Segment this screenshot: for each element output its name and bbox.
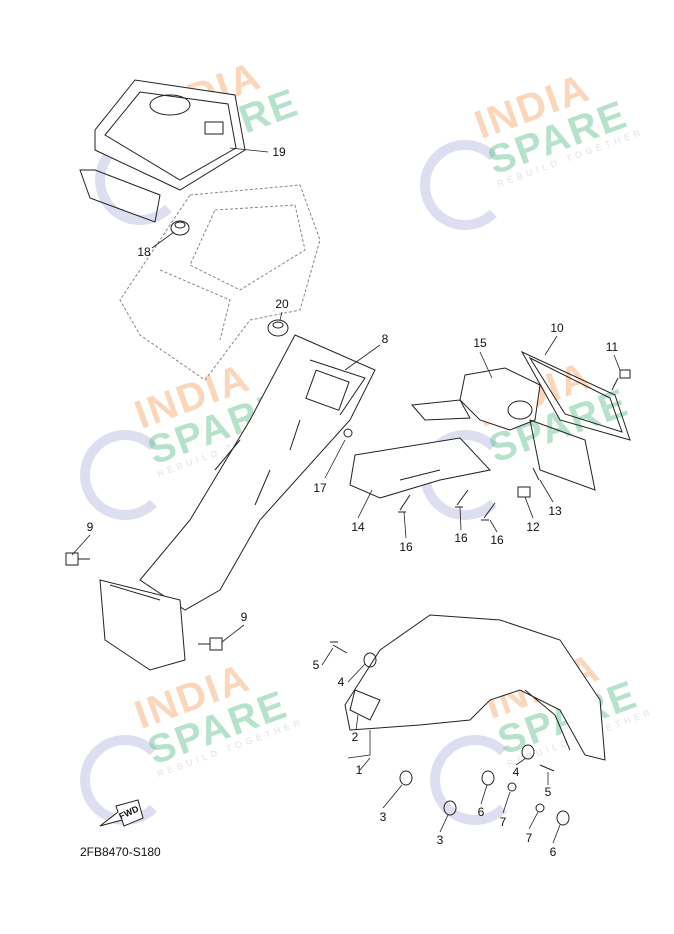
fwd-arrow-icon [99, 799, 144, 827]
callout-9: 9 [86, 520, 94, 534]
callout-13: 13 [548, 504, 562, 518]
callout-5: 5 [312, 658, 320, 672]
callout-16: 16 [399, 540, 413, 554]
drawing-code: 2FB8470-S180 [80, 845, 161, 859]
part-16-screws [398, 489, 496, 521]
callout-18: 18 [137, 245, 151, 259]
frame-outline [119, 184, 321, 381]
callout-4: 4 [337, 675, 345, 689]
part-18-grommet [170, 220, 190, 236]
part-9-bolts [65, 552, 223, 651]
part-14-bracket [349, 437, 491, 499]
callout-1: 1 [355, 763, 363, 777]
callout-8: 8 [381, 332, 389, 346]
part-11-bolt [611, 369, 631, 391]
callout-5: 5 [544, 785, 552, 799]
part-12-nut [517, 486, 531, 498]
callout-4: 4 [512, 765, 520, 779]
callout-3: 3 [379, 810, 387, 824]
callout-6: 6 [477, 805, 485, 819]
callout-20: 20 [275, 297, 289, 311]
callout-14: 14 [351, 520, 365, 534]
watermark-logo-icon [80, 430, 170, 520]
part-19-tray [79, 79, 246, 223]
callout-7: 7 [499, 815, 507, 829]
callout-10: 10 [550, 321, 564, 335]
part-17-nut [343, 428, 353, 438]
callout-9: 9 [240, 610, 248, 624]
callout-2: 2 [351, 730, 359, 744]
leader-lines [71, 147, 621, 844]
callout-15: 15 [473, 336, 487, 350]
callout-16: 16 [454, 531, 468, 545]
callout-17: 17 [313, 481, 327, 495]
part-13-spring [532, 467, 540, 481]
callout-3: 3 [436, 833, 444, 847]
callout-16: 16 [490, 533, 504, 547]
part-20-grommet [267, 319, 289, 337]
part-10-plate-frame [520, 350, 631, 441]
callout-19: 19 [272, 145, 286, 159]
part-8-inner-fender [99, 334, 376, 671]
callout-12: 12 [526, 520, 540, 534]
callout-11: 11 [605, 340, 619, 354]
callout-6: 6 [549, 845, 557, 859]
watermark-logo-icon [420, 140, 510, 230]
callout-7: 7 [525, 831, 533, 845]
front-fender [344, 614, 606, 761]
watermark-logo-icon [430, 735, 520, 825]
fender-hardware [330, 641, 570, 826]
part-15-license-bracket [410, 367, 596, 491]
